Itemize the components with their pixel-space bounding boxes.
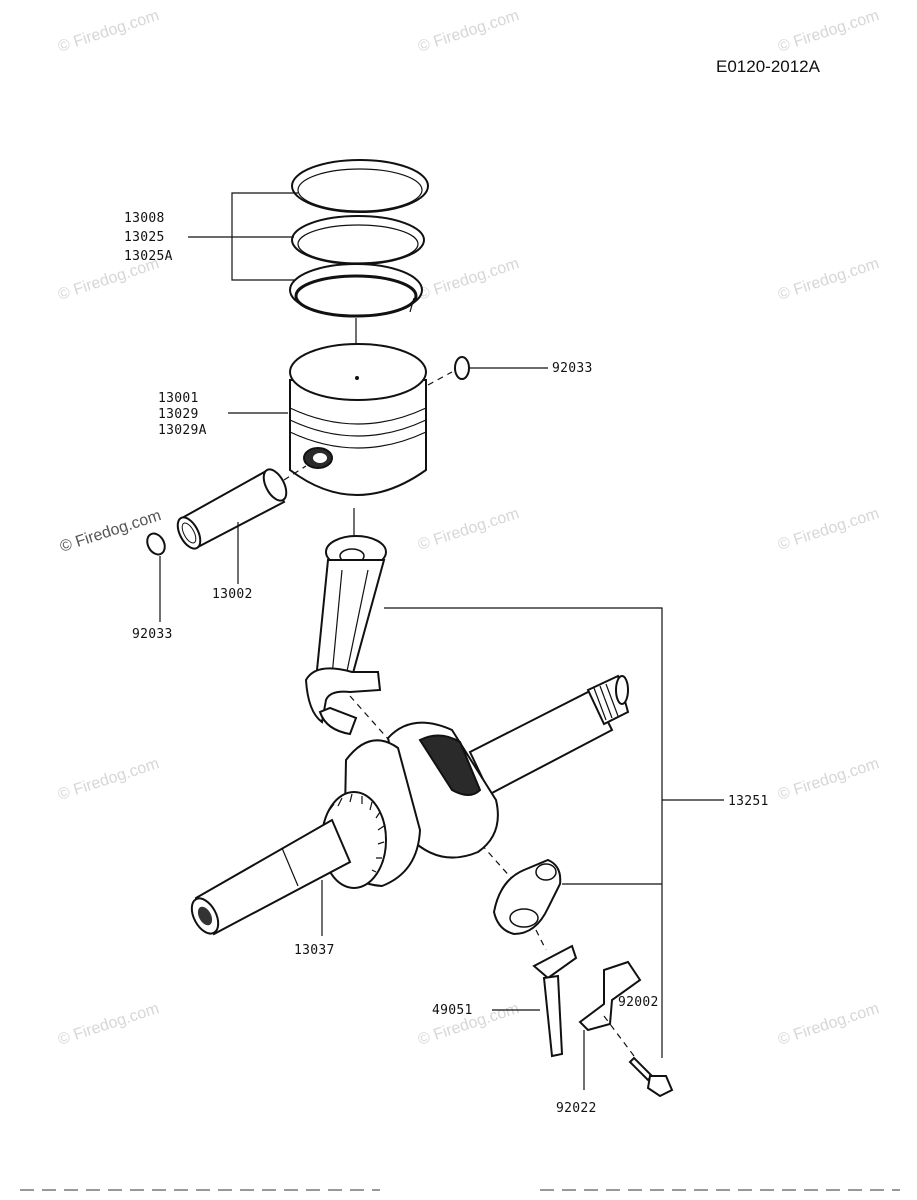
watermark: © Firedog.com [416,255,521,304]
watermark: © Firedog.com [776,505,881,554]
piston-callout: 13001 13029 13029A [158,391,288,438]
watermark: © Firedog.com [776,1000,881,1049]
rings-callout: 13008 13025 13025A [124,192,298,281]
callout-13002: 13002 [212,587,253,602]
piston-rings[interactable] [289,159,429,318]
watermark: © Firedog.com [56,1000,161,1049]
watermark-dark: © Firedog.com [58,507,163,556]
callout-13037: 13037 [294,943,335,958]
callout-92002: 92002 [618,995,659,1010]
callout-13001: 13001 [158,391,199,406]
callout-13025a: 13025A [124,249,173,264]
watermark: © Firedog.com [56,7,161,56]
watermark: © Firedog.com [776,755,881,804]
circlip-left[interactable] [144,531,168,558]
callout-13029: 13029 [158,407,199,422]
diagram-reference: E0120-2012A [716,57,821,76]
callout-92033-right: 92033 [552,361,593,376]
crankshaft[interactable] [186,674,630,938]
rod-cap[interactable] [492,858,562,936]
connecting-rod[interactable] [304,535,387,736]
callout-92033-left: 92033 [132,627,173,642]
callout-13029a: 13029A [158,423,207,438]
watermark: © Firedog.com [56,755,161,804]
conrod-assy-callout: 13251 [384,607,769,1058]
circlip-right[interactable] [454,356,470,380]
callout-13251: 13251 [728,794,769,809]
lock-plate[interactable] [578,960,642,1032]
piston[interactable] [289,343,427,496]
watermark: © Firedog.com [416,505,521,554]
watermark: © Firedog.com [416,7,521,56]
oil-dipper[interactable] [532,944,578,1058]
callout-13025: 13025 [124,230,165,245]
callout-13008: 13008 [124,211,165,226]
watermark: © Firedog.com [776,7,881,56]
connecting-rod-bolt[interactable] [628,1056,674,1098]
piston-pin[interactable] [173,466,291,552]
watermark: © Firedog.com [776,255,881,304]
callout-92022: 92022 [556,1101,597,1116]
callout-49051: 49051 [432,1003,473,1018]
